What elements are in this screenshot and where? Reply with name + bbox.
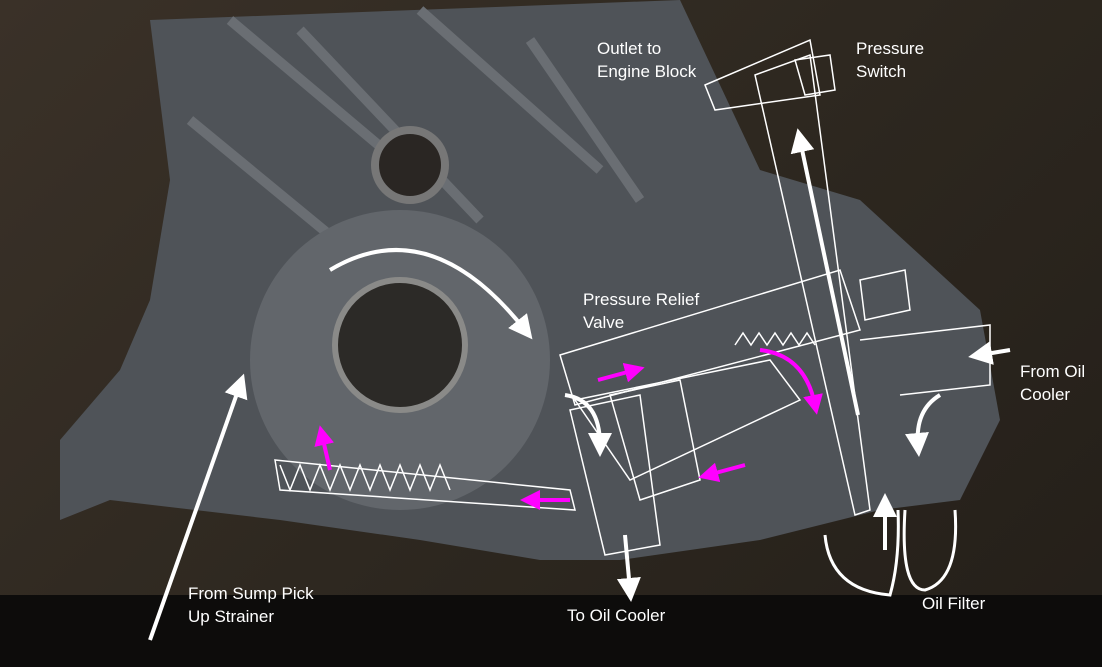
to-cooler-arrow bbox=[616, 534, 641, 602]
oil-pump-gear bbox=[332, 277, 468, 413]
from-cooler-arrow bbox=[968, 341, 1011, 365]
bypass-spring bbox=[279, 462, 451, 493]
label-line: Valve bbox=[583, 313, 625, 332]
label-line: Switch bbox=[856, 62, 907, 81]
oil-filter-loops bbox=[823, 509, 958, 597]
pressure-arrows bbox=[314, 348, 823, 510]
label-outlet-engine-block: Outlet to Engine Block bbox=[597, 37, 696, 83]
flow-arrows bbox=[148, 128, 1011, 641]
relief-spring bbox=[734, 331, 816, 347]
timing-cover-ribs bbox=[186, 6, 645, 264]
label-to-oil-cooler: To Oil Cooler bbox=[567, 606, 666, 625]
label-line: Up Strainer bbox=[188, 607, 274, 626]
pump-outlet-arrow bbox=[564, 393, 612, 457]
label-pressure-relief-valve: Pressure Relief Valve bbox=[583, 288, 699, 334]
label-from-oil-cooler: From Oil Cooler bbox=[1020, 360, 1085, 406]
label-line: Outlet to bbox=[597, 39, 662, 58]
lower-shadow bbox=[0, 595, 1102, 667]
outlet-up-arrow bbox=[790, 128, 860, 416]
label-from-sump: From Sump Pick Up Strainer bbox=[188, 582, 314, 628]
cooler-return-arrow bbox=[905, 393, 942, 457]
label-line: Pressure bbox=[856, 39, 925, 58]
label-line: Cooler bbox=[1020, 385, 1071, 404]
label-line: Pressure Relief bbox=[583, 290, 700, 309]
label-oil-filter: Oil Filter bbox=[922, 594, 986, 613]
label-line: From Sump Pick bbox=[188, 584, 314, 603]
label-line: Engine Block bbox=[597, 62, 697, 81]
pump-rotation-arrow bbox=[328, 248, 533, 340]
timing-cover-housing bbox=[60, 0, 1000, 560]
sump-inlet-arrow bbox=[148, 373, 248, 641]
label-line: From Oil bbox=[1020, 362, 1086, 381]
label-pressure-switch: Pressure Switch bbox=[856, 37, 924, 83]
top-bolt-hole bbox=[371, 126, 449, 204]
